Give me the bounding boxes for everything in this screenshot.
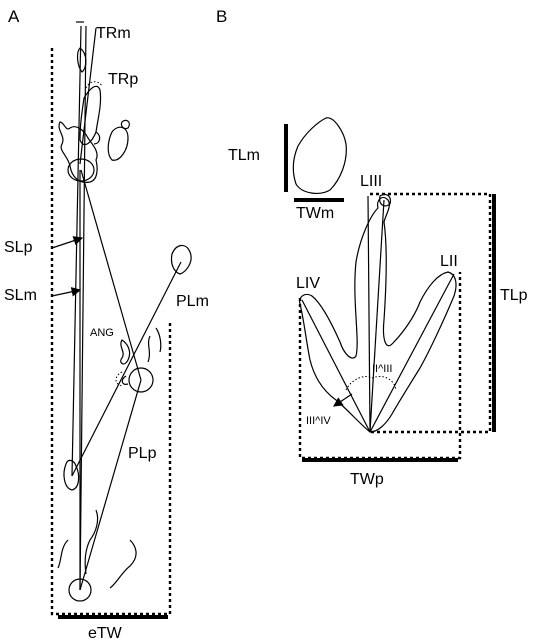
pes-print-3 xyxy=(120,339,131,365)
trp-line xyxy=(80,169,142,381)
liii-label: LIII xyxy=(360,173,382,190)
liv-label: LIV xyxy=(296,275,320,292)
liii-tip xyxy=(379,193,391,207)
angle-arc-ang xyxy=(115,371,123,387)
ang-marker xyxy=(121,375,129,385)
etw-label: eTW xyxy=(88,625,123,642)
manus-print-3 xyxy=(170,244,192,275)
panel-a: A xyxy=(4,7,209,642)
slm-arrow xyxy=(51,287,82,297)
pes-print-1-toe xyxy=(93,131,101,145)
ang-label: ANG xyxy=(90,327,114,339)
plp-line xyxy=(79,379,142,591)
panel-b-letter: B xyxy=(216,7,227,26)
pes-print-4-toe-mid xyxy=(84,509,99,575)
iii-iv-label: III^IV xyxy=(306,415,331,427)
liii-axis-line xyxy=(369,199,385,433)
manus-print-1 xyxy=(76,47,87,73)
twm-label: TWm xyxy=(296,205,334,222)
trp-label: TRp xyxy=(108,71,138,88)
slp-arrow xyxy=(51,236,84,249)
lii-line xyxy=(369,273,455,433)
iii-iv-arrow xyxy=(333,393,353,407)
twp-label: TWp xyxy=(350,471,384,488)
slm-label: SLm xyxy=(4,287,37,304)
pes-print-4-toe-left xyxy=(57,539,69,569)
trm-label: TRm xyxy=(96,25,131,42)
liii-line xyxy=(367,195,371,433)
pes-length-box xyxy=(370,192,492,434)
tlp-label: TLp xyxy=(500,287,528,304)
slp-label: SLp xyxy=(4,239,33,256)
manus-print-2-small xyxy=(120,119,130,130)
angle-arc-iii-iv xyxy=(345,376,373,391)
slp-line xyxy=(79,25,87,591)
plm-label: PLm xyxy=(176,293,209,310)
pes-print-2 xyxy=(58,121,98,183)
panel-a-letter: A xyxy=(8,7,20,26)
lii-label: LII xyxy=(440,253,458,270)
tlm-label: TLm xyxy=(228,147,260,164)
plp-label: PLp xyxy=(128,445,157,462)
manus-print-detail xyxy=(292,117,347,194)
plm-line xyxy=(71,261,182,477)
pes-print-4-toe-right xyxy=(109,539,137,589)
pes-print-3-claw xyxy=(155,327,162,353)
trackway-width-box xyxy=(50,48,172,616)
slm-line xyxy=(71,25,82,477)
manus-print-4 xyxy=(63,459,80,491)
pes-print-detail xyxy=(299,196,457,433)
manus-print-2 xyxy=(107,126,129,161)
pes-print-3-toe xyxy=(147,335,151,363)
pes-print-3-heel xyxy=(128,367,154,393)
trm-line xyxy=(79,27,97,165)
angle-arc-ii-iii xyxy=(371,376,397,391)
liv-line xyxy=(301,299,371,433)
panel-b: B TLm TWm LIII LII LIV TLp II^III III^IV… xyxy=(216,7,528,488)
ii-iii-label: II^III xyxy=(372,363,392,375)
angle-arc-trp xyxy=(85,81,103,89)
